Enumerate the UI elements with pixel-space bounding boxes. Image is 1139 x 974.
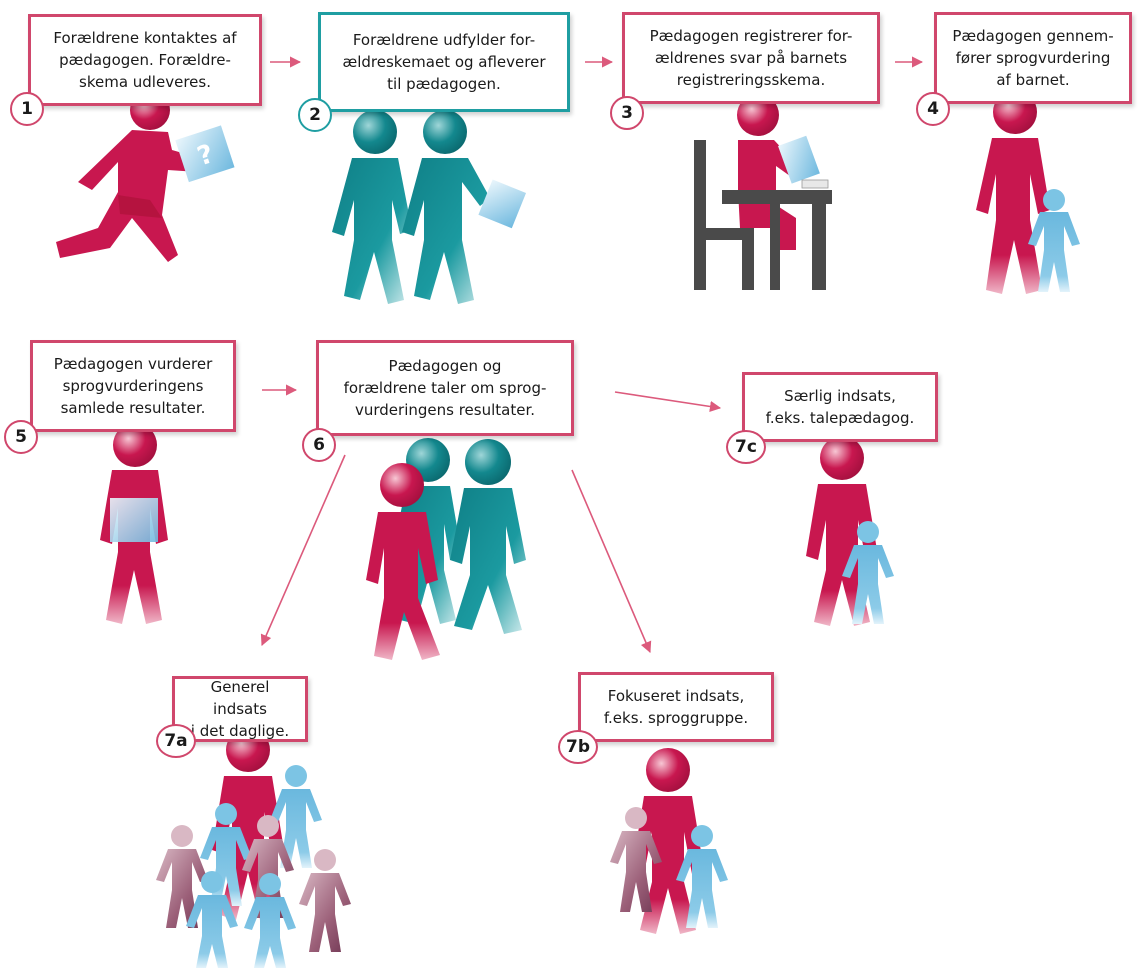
flow-arrows [260,56,924,654]
step-7c-text: Særlig indsats, f.eks. talepædagog. [765,387,915,427]
step-6-box: Pædagogen og forældrene taler om sprog- … [316,340,574,436]
step-7c-badge: 7c [726,430,766,464]
arrow-6-to-7c [614,391,722,413]
step-2-parents [332,110,527,304]
step-5-text: Pædagogen vurderer sprogvurderingens sam… [53,355,213,417]
step-3-desk-scene [694,94,832,290]
step-1-running-adult: ? [56,90,235,262]
step-5-badge: 5 [4,420,38,454]
step-4-badge: 4 [916,92,950,126]
step-1-box: Forældrene kontaktes af pædagogen. Foræl… [28,14,262,106]
step-2-text: Forældrene udfylder for- ældreskemaet og… [342,31,546,93]
step-7a-box: Generel indsats i det daglige. [172,676,308,742]
step-5-adult-with-paper [100,423,168,624]
step-7b-box: Fokuseret indsats, f.eks. sproggruppe. [578,672,774,742]
step-7a-group [156,728,351,968]
step-2-badge: 2 [298,98,332,132]
step-7a-badge: 7a [156,724,196,758]
step-5-box: Pædagogen vurderer sprogvurderingens sam… [30,340,236,432]
step-3-text: Pædagogen registrerer for- ældrenes svar… [649,27,853,89]
step-6-text: Pædagogen og forældrene taler om sprog- … [343,357,547,419]
step-7b-badge: 7b [558,730,598,764]
step-6-meeting [366,438,526,660]
step-7b-text: Fokuseret indsats, f.eks. sproggruppe. [603,687,749,727]
step-3-box: Pædagogen registrerer for- ældrenes svar… [622,12,880,104]
step-4-box: Pædagogen gennem- fører sprogvurdering a… [934,12,1132,104]
step-7a-text: Generel indsats i det daglige. [191,678,290,740]
step-7b-small-group [610,748,728,934]
step-4-text: Pædagogen gennem- fører sprogvurdering a… [952,27,1114,89]
step-1-text: Forældrene kontaktes af pædagogen. Foræl… [53,29,237,91]
step-4-adult-child [976,90,1080,294]
arrow-6-to-7a [260,454,346,647]
step-6-badge: 6 [302,428,336,462]
step-7c-adult-child [806,436,894,626]
step-1-badge: 1 [10,92,44,126]
step-7c-box: Særlig indsats, f.eks. talepædagog. [742,372,938,442]
arrow-6-to-7b [571,469,652,654]
step-2-box: Forældrene udfylder for- ældreskemaet og… [318,12,570,112]
step-3-badge: 3 [610,96,644,130]
